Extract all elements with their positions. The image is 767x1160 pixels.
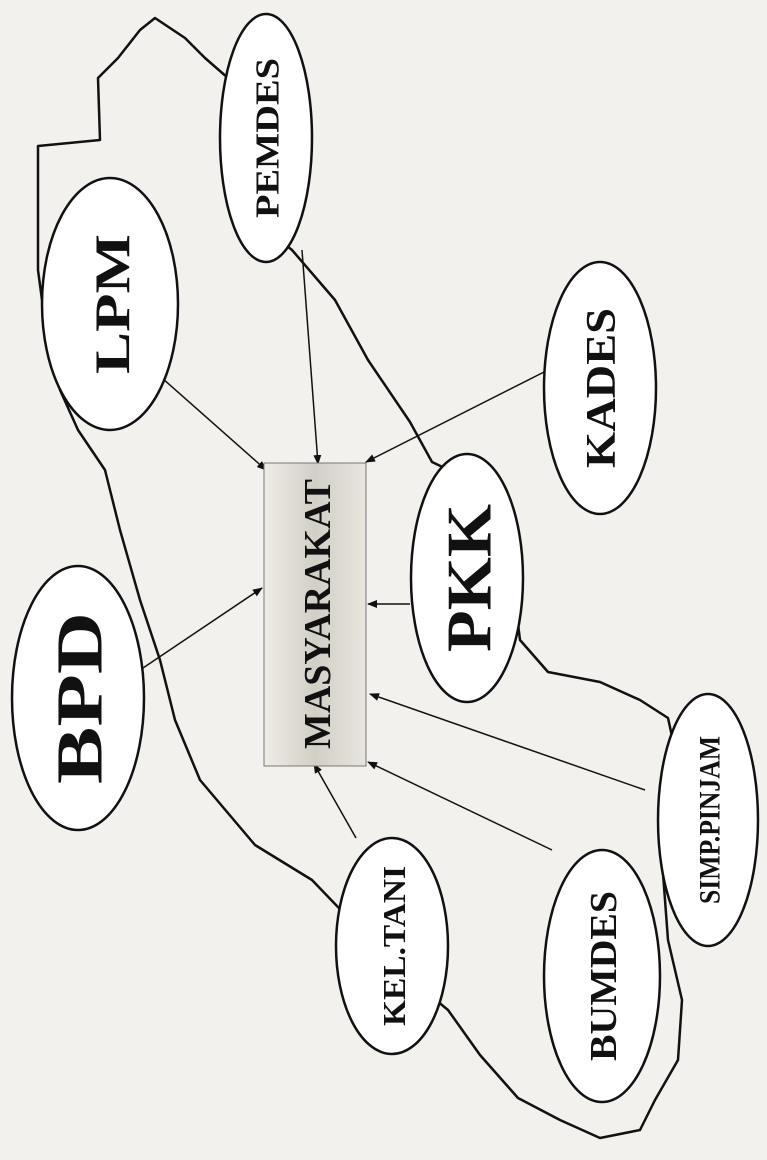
edge-bumdes [367, 761, 553, 851]
node-bumdes-ellipse [542, 848, 662, 1104]
node-pkk-ellipse [409, 452, 525, 704]
edge-keltani [313, 763, 357, 839]
node-pemdes-ellipse [218, 12, 314, 264]
node-keltani-label: KEL.TANI [376, 866, 412, 1026]
node-bpd-label: BPD [44, 612, 117, 784]
node-pkk: PKK [409, 452, 525, 704]
edge-bpd [139, 587, 263, 671]
node-pkk-label: PKK [434, 504, 505, 652]
node-kades-label: KADES [579, 308, 625, 468]
edge-pemdes [301, 249, 322, 465]
node-bpd-ellipse [10, 564, 146, 832]
node-kades: KADES [542, 260, 658, 516]
edge-simpinjam [369, 693, 646, 791]
edge-lpm [161, 377, 267, 471]
node-lpm: LPM [40, 176, 180, 432]
node-keltani: KEL.TANI [334, 836, 450, 1056]
node-bumdes: BUMDES [542, 848, 662, 1104]
node-lpm-ellipse [40, 176, 180, 432]
node-pemdes-label: PEMDES [250, 58, 287, 218]
node-keltani-ellipse [334, 836, 450, 1056]
edge-kades [365, 369, 549, 463]
edges [139, 249, 646, 851]
node-bumdes-label: BUMDES [583, 891, 625, 1061]
center-node: MASYARAKAT [263, 462, 367, 767]
node-lpm-label: LPM [84, 234, 140, 374]
node-bpd: BPD [10, 564, 146, 832]
center-label: MASYARAKAT [297, 479, 339, 749]
node-kades-ellipse [542, 260, 658, 516]
center-box [263, 462, 367, 767]
node-simpinjam-ellipse [656, 692, 760, 948]
node-pemdes: PEMDES [218, 12, 314, 264]
node-simpinjam: SIMP.PINJAM [656, 692, 760, 948]
node-simpinjam-label: SIMP.PINJAM [694, 736, 727, 904]
